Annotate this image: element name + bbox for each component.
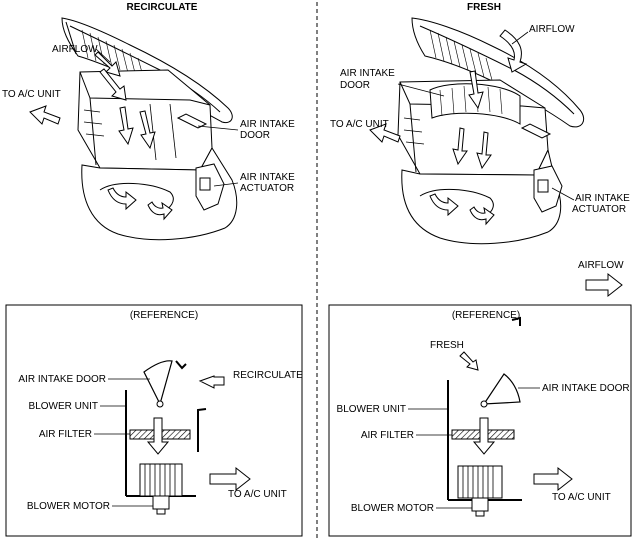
recirculate-reference-title: (REFERENCE) — [130, 310, 198, 321]
recirculate-airflow-label: AIRFLOW — [52, 44, 98, 55]
fresh-to-ac-unit-label: TO A/C UNIT — [330, 119, 389, 130]
fresh-leader-lines — [397, 31, 575, 201]
recirculate-ref-air-filter: AIR FILTER — [39, 429, 92, 440]
recirculate-ref-blower-motor: BLOWER MOTOR — [27, 501, 110, 512]
recirculate-ref-recirculate: RECIRCULATE — [233, 370, 303, 381]
fresh-airflow-label: AIRFLOW — [529, 24, 575, 35]
recirculate-reference-schematic — [94, 360, 251, 515]
airflow-legend-arrow — [585, 272, 623, 298]
airflow-legend-label: AIRFLOW — [578, 260, 624, 271]
recirculate-ref-blower-unit: BLOWER UNIT — [29, 401, 98, 412]
fresh-ref-blower-unit: BLOWER UNIT — [337, 404, 406, 415]
fresh-ref-fresh: FRESH — [430, 340, 464, 351]
fresh-actuator-label-2: ACTUATOR — [572, 204, 626, 215]
recirculate-reference-box — [5, 304, 303, 537]
recirculate-ref-air-intake-door: AIR INTAKE DOOR — [18, 374, 106, 385]
fresh-ref-air-filter: AIR FILTER — [361, 430, 414, 441]
recirculate-leader-lines — [95, 48, 239, 187]
recirculate-to-ac-unit-label: TO A/C UNIT — [2, 89, 61, 100]
fresh-air-intake-door-label-1: AIR INTAKE — [340, 68, 395, 79]
recirculate-air-intake-door-label-1: AIR INTAKE — [240, 119, 295, 130]
fresh-actuator-label-1: AIR INTAKE — [575, 193, 630, 204]
fresh-ref-blower-motor: BLOWER MOTOR — [351, 503, 434, 514]
fresh-air-intake-door-label-2: DOOR — [340, 80, 370, 91]
recirculate-actuator-label-1: AIR INTAKE — [240, 172, 295, 183]
fresh-reference-schematic — [408, 316, 573, 517]
fresh-reference-box — [328, 304, 632, 537]
recirculate-air-intake-door-label-2: DOOR — [240, 130, 270, 141]
fresh-title: FRESH — [467, 2, 501, 13]
fresh-ref-air-intake-door: AIR INTAKE DOOR — [542, 383, 630, 394]
recirculate-airflow-arrows — [29, 51, 173, 221]
fresh-reference-title: (REFERENCE) — [452, 310, 520, 321]
fresh-housing-illustration — [397, 17, 585, 245]
recirculate-actuator-label-2: ACTUATOR — [240, 183, 294, 194]
recirculate-ref-to-ac-unit: TO A/C UNIT — [228, 489, 287, 500]
fresh-airflow-arrows — [369, 29, 528, 226]
fresh-ref-to-ac-unit: TO A/C UNIT — [552, 492, 611, 503]
recirculate-title: RECIRCULATE — [127, 2, 198, 13]
